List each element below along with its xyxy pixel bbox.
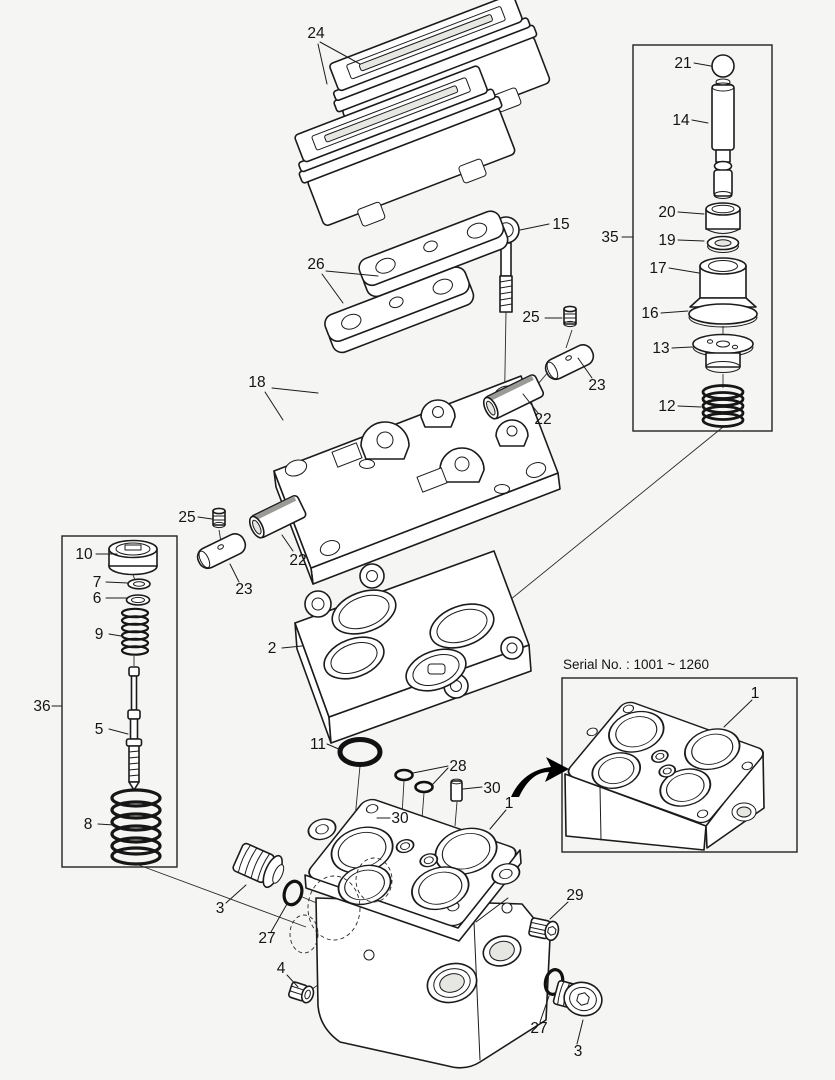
handle-detail-parts-35 bbox=[688, 54, 758, 428]
callout-13: 13 bbox=[652, 340, 669, 357]
plug-29 bbox=[528, 917, 560, 942]
callout-24: 24 bbox=[307, 25, 325, 42]
spool-5 bbox=[125, 666, 143, 791]
callout-4: 4 bbox=[277, 960, 286, 977]
leader-lines bbox=[51, 41, 753, 1045]
o-ring-27-left bbox=[282, 879, 304, 907]
callout-6: 6 bbox=[93, 590, 102, 607]
callout-9: 9 bbox=[95, 626, 104, 643]
callout-30-right: 30 bbox=[483, 780, 501, 797]
callout-30-left: 30 bbox=[391, 810, 409, 827]
sleeve-22-upper bbox=[482, 374, 545, 420]
plug-3-right bbox=[552, 980, 603, 1017]
callout-23-upper: 23 bbox=[588, 377, 605, 394]
callout-25-left: 25 bbox=[178, 509, 195, 526]
callout-28: 28 bbox=[449, 758, 466, 775]
plug-3-left bbox=[232, 842, 285, 889]
detail-box-36 bbox=[61, 535, 178, 868]
set-screw-25-left bbox=[212, 507, 226, 529]
callout-17: 17 bbox=[649, 260, 666, 277]
callout-16: 16 bbox=[641, 305, 658, 322]
clamp-bars-26 bbox=[324, 210, 509, 354]
pin-23-left bbox=[196, 533, 247, 570]
detail-box-35 bbox=[632, 44, 773, 432]
serial-inset-body bbox=[564, 701, 765, 851]
callout-10: 10 bbox=[75, 546, 93, 563]
callout-35: 35 bbox=[601, 229, 618, 246]
callout-5: 5 bbox=[95, 721, 104, 738]
callout-12: 12 bbox=[658, 398, 675, 415]
callout-26: 26 bbox=[307, 256, 324, 273]
spool-detail-parts-36 bbox=[108, 539, 162, 866]
pin-23-upper bbox=[544, 344, 595, 381]
boot-cover-assembly-24 bbox=[294, 0, 551, 227]
callout-1-serial: 1 bbox=[751, 685, 760, 702]
callout-7: 7 bbox=[93, 574, 102, 591]
set-screw-25-upper bbox=[563, 305, 577, 328]
callout-21: 21 bbox=[674, 55, 691, 72]
upper-housing-2 bbox=[294, 550, 532, 744]
callout-19: 19 bbox=[658, 232, 675, 249]
callout-22-left: 22 bbox=[289, 552, 306, 569]
callout-27-right: 27 bbox=[530, 1020, 547, 1037]
callout-8: 8 bbox=[84, 816, 93, 833]
sleeve-22-left bbox=[248, 494, 307, 539]
plug-4 bbox=[287, 981, 315, 1004]
joint-plate-18 bbox=[273, 375, 561, 585]
callout-3-left: 3 bbox=[216, 900, 225, 917]
callout-36: 36 bbox=[33, 698, 50, 715]
callout-23-left: 23 bbox=[235, 581, 252, 598]
callout-18: 18 bbox=[248, 374, 265, 391]
callout-27-left: 27 bbox=[258, 930, 275, 947]
callout-14: 14 bbox=[672, 112, 690, 129]
reference-arrow bbox=[511, 757, 569, 797]
callout-1: 1 bbox=[505, 795, 514, 812]
serial-note: Serial No. : 1001 ~ 1260 bbox=[563, 657, 709, 672]
main-body-1 bbox=[289, 798, 551, 1069]
callout-11: 11 bbox=[310, 736, 326, 753]
callout-2: 2 bbox=[268, 640, 277, 657]
callout-20: 20 bbox=[658, 204, 676, 221]
pin-30-right bbox=[450, 778, 463, 802]
callout-29: 29 bbox=[566, 887, 583, 904]
callout-22-upper: 22 bbox=[534, 411, 551, 428]
callout-3-right: 3 bbox=[574, 1043, 583, 1060]
serial-detail-box bbox=[561, 677, 798, 853]
callout-25-upper: 25 bbox=[522, 309, 539, 326]
callout-15: 15 bbox=[552, 216, 569, 233]
o-ring-11 bbox=[337, 737, 383, 767]
o-rings-28 bbox=[394, 768, 434, 794]
